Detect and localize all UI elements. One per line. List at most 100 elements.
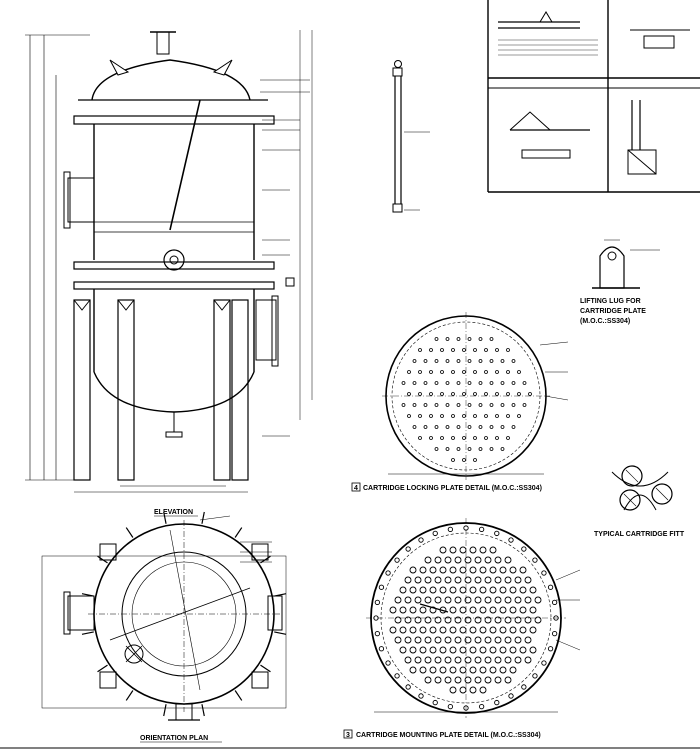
- mounting-plate-cartridge-hole: [404, 616, 412, 624]
- locking-plate-hole: [434, 381, 439, 385]
- mounting-plate-cartridge-hole: [514, 576, 522, 584]
- locking-plate-hole: [500, 403, 505, 407]
- mounting-plate-cartridge-hole: [434, 636, 442, 644]
- mounting-plate-cartridge-hole: [514, 636, 522, 644]
- lifting-lug-title-line1: LIFTING LUG FOR: [580, 298, 641, 305]
- mounting-plate-cartridge-hole: [414, 636, 422, 644]
- mounting-plate-cartridge-hole: [519, 606, 527, 614]
- mounting-plate-bolt-hole: [418, 537, 424, 543]
- orientation-plan-title: ORIENTATION PLAN: [140, 735, 208, 742]
- locking-plate-hole: [412, 381, 417, 385]
- mounting-plate-cartridge-hole: [529, 606, 537, 614]
- mounting-plate-bolt-hole: [385, 660, 391, 666]
- mounting-plate-cartridge-hole: [464, 676, 472, 684]
- locking-plate-hole: [434, 425, 439, 429]
- mounting-plate-cartridge-hole: [454, 596, 462, 604]
- mounting-plate-detail: [366, 518, 581, 718]
- mounting-plate-cartridge-hole: [444, 596, 452, 604]
- locking-plate-hole: [522, 403, 527, 407]
- locking-plate-hole: [489, 447, 494, 451]
- mounting-plate-cartridge-hole: [404, 656, 412, 664]
- locking-plate-hole: [440, 436, 444, 440]
- locking-plate-hole: [434, 337, 439, 341]
- locking-plate-hole: [517, 414, 521, 418]
- locking-plate-detail: [382, 312, 569, 480]
- mounting-plate-cartridge-hole: [499, 646, 507, 654]
- typical-cartridge-fitting: [611, 465, 673, 511]
- mounting-plate-cartridge-hole: [464, 616, 472, 624]
- mounting-plate-cartridge-hole: [409, 566, 417, 574]
- mounting-plate-cartridge-hole: [484, 576, 492, 584]
- locking-plate-hole: [489, 381, 494, 385]
- mounting-plate-cartridge-hole: [499, 566, 507, 574]
- mounting-plate-cartridge-hole: [424, 636, 432, 644]
- locking-plate-hole: [429, 414, 433, 418]
- mounting-plate-cartridge-hole: [429, 606, 437, 614]
- mounting-plate-cartridge-hole: [484, 616, 492, 624]
- locking-plate-hole: [506, 436, 510, 440]
- locking-plate-hole: [418, 414, 422, 418]
- mounting-plate-cartridge-hole: [444, 616, 452, 624]
- locking-plate-hole: [462, 414, 466, 418]
- mounting-plate-cartridge-hole: [469, 686, 477, 694]
- mounting-plate-cartridge-hole: [524, 596, 532, 604]
- mounting-plate-cartridge-hole: [469, 646, 477, 654]
- locking-plate-hole: [451, 370, 455, 374]
- mounting-plate-cartridge-hole: [489, 626, 497, 634]
- locking-plate-hole: [506, 392, 510, 396]
- locking-plate-hole: [467, 337, 472, 341]
- mounting-plate-cartridge-hole: [424, 676, 432, 684]
- mounting-plate-cartridge-hole: [439, 646, 447, 654]
- locking-plate-hole: [407, 370, 411, 374]
- locking-plate-hole: [462, 370, 466, 374]
- mounting-plate-cartridge-hole: [419, 606, 427, 614]
- mounting-plate-cartridge-hole: [514, 616, 522, 624]
- mounting-plate-cartridge-hole: [484, 636, 492, 644]
- locking-plate-hole: [473, 392, 477, 396]
- locking-plate-hole: [429, 392, 433, 396]
- mounting-plate-bolt-holes: [373, 525, 559, 711]
- mounting-plate-cartridge-hole: [489, 546, 497, 554]
- mounting-plate-cartridge-hole: [464, 576, 472, 584]
- mounting-plate-cartridge-hole: [519, 626, 527, 634]
- mounting-plate-cartridge-hole: [444, 656, 452, 664]
- locking-plate-hole: [445, 359, 450, 363]
- mounting-plate-cartridge-hole: [404, 576, 412, 584]
- mounting-plate-cartridge-hole: [494, 616, 502, 624]
- mounting-plate-cartridge-hole: [469, 626, 477, 634]
- locking-plate-hole: [456, 425, 461, 429]
- mounting-plate-cartridge-hole: [444, 556, 452, 564]
- mounting-plate-title: 3 CARTRIDGE MOUNTING PLATE DETAIL (M.O.C…: [343, 729, 541, 739]
- locking-plate-hole: [462, 348, 466, 352]
- locking-plate-hole: [473, 414, 477, 418]
- locking-plate-hole: [456, 359, 461, 363]
- locking-plate-hole: [500, 381, 505, 385]
- mounting-plate-cartridge-hole: [464, 556, 472, 564]
- mounting-plate-cartridge-hole: [494, 636, 502, 644]
- mounting-plate-cartridge-hole: [434, 616, 442, 624]
- plan-radial-stub: [97, 664, 108, 673]
- plan-radial-stub: [274, 631, 287, 635]
- locking-plate-hole: [456, 447, 461, 451]
- tie-rod-detail: [392, 60, 430, 213]
- mounting-plate-bolt-hole: [447, 526, 454, 533]
- mounting-plate-cartridge-hole: [409, 646, 417, 654]
- mounting-plate-number: 3: [346, 732, 350, 739]
- mounting-plate-cartridge-hole: [444, 576, 452, 584]
- mounting-plate-cartridge-hole: [429, 626, 437, 634]
- locking-plate-hole: [489, 403, 494, 407]
- mounting-plate-cartridge-hole: [419, 626, 427, 634]
- locking-plate-hole: [473, 348, 477, 352]
- mounting-plate-bolt-hole: [405, 546, 411, 552]
- locking-plate-hole: [473, 370, 477, 374]
- mounting-plate-cartridge-hole: [469, 666, 477, 674]
- locking-plate-hole: [495, 370, 499, 374]
- plan-radial-stub: [201, 704, 205, 717]
- mounting-plate-cartridge-hole: [479, 646, 487, 654]
- mounting-plate-cartridge-hole: [509, 606, 517, 614]
- locking-plate-hole: [429, 370, 433, 374]
- mounting-plate-cartridge-hole: [469, 606, 477, 614]
- mounting-plate-bolt-hole: [508, 693, 514, 699]
- mounting-plate-cartridge-hole: [499, 666, 507, 674]
- mounting-plate-cartridge-hole: [504, 616, 512, 624]
